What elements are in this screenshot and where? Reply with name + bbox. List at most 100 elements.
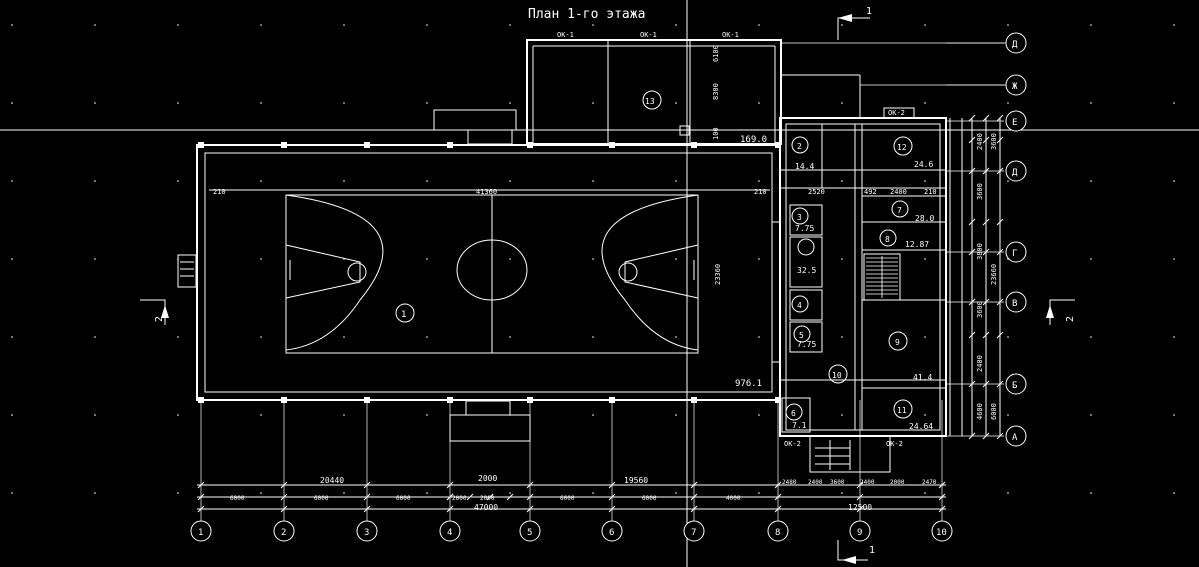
- svg-text:8: 8: [775, 528, 780, 538]
- room-tag-13: [642, 90, 662, 110]
- section-mark-top: 1: [837, 6, 872, 40]
- room-tag-4: [791, 295, 809, 313]
- svg-text:7.75: 7.75: [797, 340, 816, 349]
- svg-text:ОК-1: ОК-1: [722, 31, 739, 39]
- svg-text:9: 9: [895, 338, 900, 347]
- section-mark-left: 2: [140, 299, 169, 325]
- svg-text:6000: 6000: [642, 495, 657, 502]
- grid-axis-bubble-row: Д: [1005, 32, 1027, 54]
- svg-text:Д: Д: [1012, 168, 1018, 178]
- svg-text:10: 10: [936, 528, 947, 538]
- svg-text:2: 2: [154, 316, 165, 322]
- svg-text:1: 1: [869, 545, 875, 556]
- svg-text:41.4: 41.4: [913, 373, 932, 382]
- room-tag-7: [891, 200, 909, 218]
- svg-text:6000: 6000: [314, 495, 329, 502]
- svg-text:ОК-2: ОК-2: [888, 109, 905, 117]
- room-tag-5: [793, 325, 811, 343]
- svg-text:2: 2: [281, 528, 286, 538]
- svg-text:9: 9: [857, 528, 862, 538]
- room-tag-11: [893, 399, 913, 419]
- grid-axis-bubble-col: 1: [190, 520, 212, 542]
- center-circle: [456, 239, 528, 301]
- svg-text:2470: 2470: [922, 479, 937, 486]
- svg-text:ОК-1: ОК-1: [640, 31, 657, 39]
- svg-text:14.4: 14.4: [795, 162, 814, 171]
- svg-text:2000: 2000: [452, 495, 467, 502]
- south-entrance: [465, 400, 511, 416]
- svg-text:210: 210: [924, 188, 937, 196]
- svg-text:1: 1: [198, 528, 203, 538]
- svg-text:2: 2: [797, 142, 802, 151]
- svg-text:6000: 6000: [990, 403, 998, 420]
- north-entrance: [467, 129, 513, 145]
- svg-text:11: 11: [897, 406, 907, 415]
- svg-text:А: А: [1012, 433, 1018, 443]
- room-tag-1: [395, 303, 415, 323]
- svg-text:2480: 2480: [782, 479, 797, 486]
- svg-text:Ж: Ж: [1012, 82, 1018, 92]
- svg-text:7.75: 7.75: [795, 224, 814, 233]
- svg-text:4: 4: [447, 528, 452, 538]
- grid-axis-bubble-row: Д: [1005, 160, 1027, 182]
- room-tag-12: [893, 136, 913, 156]
- svg-text:2520: 2520: [808, 188, 825, 196]
- svg-text:28.0: 28.0: [915, 214, 934, 223]
- svg-text:32.5: 32.5: [797, 266, 816, 275]
- svg-text:100: 100: [712, 127, 720, 140]
- svg-text:В: В: [1012, 299, 1017, 309]
- grid-axis-bubble-col: 4: [439, 520, 461, 542]
- svg-text:2400: 2400: [808, 479, 823, 486]
- grid-axis-bubble-col: 8: [767, 520, 789, 542]
- svg-text:10: 10: [832, 371, 842, 380]
- svg-text:1: 1: [866, 6, 872, 17]
- svg-text:3800: 3800: [976, 243, 984, 260]
- svg-text:5: 5: [527, 528, 532, 538]
- grid-axis-bubble-col: 3: [356, 520, 378, 542]
- grid-axis-bubble-col: 9: [849, 520, 871, 542]
- svg-text:12: 12: [897, 143, 907, 152]
- room-tag-9: [888, 331, 908, 351]
- svg-text:47000: 47000: [474, 503, 498, 512]
- svg-text:24.6: 24.6: [914, 160, 933, 169]
- grid-axis-bubble-row: А: [1005, 425, 1027, 447]
- grid-axis-bubble-col: 6: [601, 520, 623, 542]
- svg-text:6000: 6000: [396, 495, 411, 502]
- snap-grid-dots: [11, 24, 1175, 494]
- svg-text:2000: 2000: [478, 474, 497, 483]
- svg-text:41360: 41360: [476, 188, 497, 196]
- svg-text:169.0: 169.0: [740, 135, 767, 145]
- svg-text:20440: 20440: [320, 476, 344, 485]
- west-entrance: [177, 254, 197, 288]
- svg-text:ОК-2: ОК-2: [784, 440, 801, 448]
- svg-text:492: 492: [864, 188, 877, 196]
- right-dimension-lines: 2400 3600 3800 3600 2400 4600 3600 23660…: [968, 114, 1004, 440]
- svg-text:6: 6: [609, 528, 614, 538]
- svg-text:2400: 2400: [860, 479, 875, 486]
- svg-text:3600: 3600: [990, 133, 998, 150]
- room-tag-10: [828, 364, 848, 384]
- room-tag-3: [791, 207, 809, 225]
- svg-text:2400: 2400: [976, 133, 984, 150]
- grid-axis-bubble-row: В: [1005, 291, 1027, 313]
- drawing-title: План 1-го этажа: [528, 7, 645, 22]
- section-mark-bottom: 1: [837, 540, 875, 564]
- svg-text:6000: 6000: [560, 495, 575, 502]
- staircase: [863, 253, 901, 301]
- svg-text:8: 8: [885, 235, 890, 244]
- room-tag-4-fixture: [797, 238, 815, 256]
- svg-text:6: 6: [791, 409, 796, 418]
- svg-text:6100: 6100: [712, 45, 720, 62]
- section-mark-right: 2: [1046, 299, 1076, 325]
- svg-text:ОК-2: ОК-2: [886, 440, 903, 448]
- svg-text:5: 5: [799, 331, 804, 340]
- svg-text:8300: 8300: [712, 83, 720, 100]
- service-block: ОК-2 ОК-2 ОК-2 2 14.4 3 7.75 32.5 4 5 7.…: [754, 107, 963, 473]
- svg-text:210: 210: [754, 188, 767, 196]
- svg-text:19560: 19560: [624, 476, 648, 485]
- room-tag-2: [791, 136, 809, 154]
- svg-text:4: 4: [797, 301, 802, 310]
- grid-axis-bubble-col: 2: [273, 520, 295, 542]
- svg-text:3600: 3600: [830, 479, 845, 486]
